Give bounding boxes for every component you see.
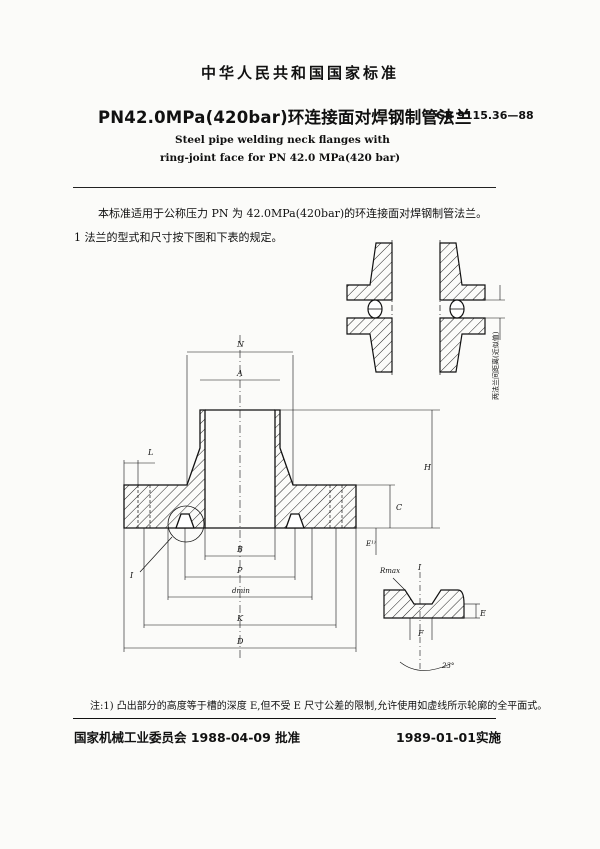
detail-angle: 23° — [441, 662, 454, 670]
label-detail-I: I — [129, 571, 134, 580]
issuing-agency: 中华人民共和国国家标准 — [200, 64, 399, 82]
label-L: L — [147, 448, 153, 457]
approval-line: 国家机械工业委员会 1988-04-09 批准 — [74, 730, 301, 745]
english-title-line-1: Steel pipe welding neck flanges with — [175, 134, 390, 146]
english-title-line-2: ring-joint face for PN 42.0 MPa(420 bar) — [160, 152, 401, 164]
label-dmin: dmin — [232, 587, 250, 595]
flange-drawing: 两法兰间距离(近似值) — [123, 240, 505, 672]
scope-paragraph: 本标准适用于公称压力 PN 为 42.0MPa(420bar)的环连接面对焊钢制… — [98, 207, 488, 220]
label-C: C — [396, 503, 402, 512]
groove-detail — [383, 572, 480, 672]
joint-gap-note: 两法兰间距离(近似值) — [491, 331, 500, 400]
flange-joint-sketch — [346, 240, 505, 375]
header-rule — [73, 187, 496, 188]
clause-1: 1 法兰的型式和尺寸按下图和下表的规定。 — [74, 231, 283, 244]
label-H: H — [423, 463, 432, 472]
detail-I: I — [417, 563, 422, 572]
detail-E: E — [479, 609, 486, 618]
label-D: D — [236, 637, 244, 646]
detail-rmax: Rmax — [379, 567, 400, 575]
label-N: N — [236, 340, 245, 349]
detail-F: F — [417, 629, 424, 638]
footnote: 注:1) 凸出部分的高度等于槽的深度 E,但不受 E 尺寸公差的限制,允许使用如… — [90, 701, 548, 712]
label-A: A — [236, 369, 243, 378]
standard-number: GB 9115.36—88 — [436, 109, 534, 122]
label-K: K — [236, 614, 244, 623]
label-E1: E¹⁾ — [365, 539, 376, 548]
label-P: P — [236, 566, 243, 575]
dimension-lines — [123, 351, 440, 652]
document-title: PN42.0MPa(420bar)环连接面对焊钢制管法兰 — [98, 108, 472, 127]
footer-rule — [73, 718, 496, 719]
effective-date: 1989-01-01实施 — [396, 730, 501, 745]
flange-section — [123, 335, 357, 660]
label-B: B — [236, 545, 243, 554]
